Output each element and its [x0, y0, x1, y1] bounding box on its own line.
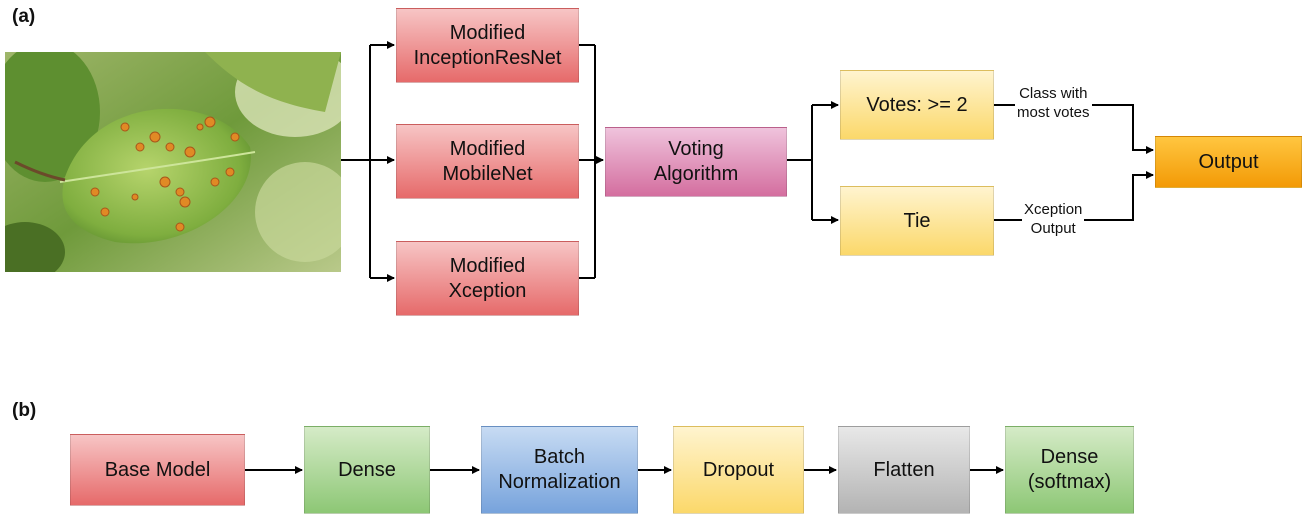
- layer-batch-normalization-label: Batch Normalization: [498, 446, 621, 493]
- tie-box: Tie: [840, 186, 994, 256]
- model-mobilenet-label: Modified MobileNet: [442, 137, 533, 185]
- layer-batch-normalization: Batch Normalization: [481, 426, 638, 514]
- edge-label-xception-output: Xception Output: [1022, 200, 1085, 240]
- votes-box: Votes: >= 2: [840, 70, 994, 140]
- model-inceptionresnet-label: Modified InceptionResNet: [413, 21, 562, 69]
- panel-b-label: (b): [12, 400, 37, 421]
- layer-base-model-label: Base Model: [104, 458, 211, 481]
- model-xception-box: Modified Xception: [396, 241, 579, 316]
- layer-dense-label: Dense: [338, 458, 396, 481]
- leaf-rust-photo: [5, 52, 341, 272]
- layer-dense-softmax: Dense (softmax): [1005, 426, 1134, 514]
- voting-algorithm-box: Voting Algorithm: [605, 127, 787, 197]
- layer-flatten-label: Flatten: [873, 458, 935, 481]
- votes-label: Votes: >= 2: [866, 93, 968, 116]
- panel-a-label: (a): [12, 6, 36, 27]
- voting-algorithm-label: Voting Algorithm: [653, 138, 739, 185]
- layer-base-model: Base Model: [70, 434, 245, 506]
- layer-dropout-label: Dropout: [702, 458, 775, 481]
- output-label: Output: [1198, 150, 1259, 173]
- tie-label: Tie: [903, 209, 931, 232]
- model-inceptionresnet-box: Modified InceptionResNet: [396, 8, 579, 83]
- output-box: Output: [1155, 136, 1302, 188]
- model-mobilenet-box: Modified MobileNet: [396, 124, 579, 199]
- layer-dropout: Dropout: [673, 426, 804, 514]
- layer-dense-softmax-label: Dense (softmax): [1027, 446, 1112, 493]
- layer-dense: Dense: [304, 426, 430, 514]
- layer-flatten: Flatten: [838, 426, 970, 514]
- edge-label-most-votes: Class with most votes: [1015, 84, 1092, 124]
- model-xception-label: Modified Xception: [448, 254, 527, 302]
